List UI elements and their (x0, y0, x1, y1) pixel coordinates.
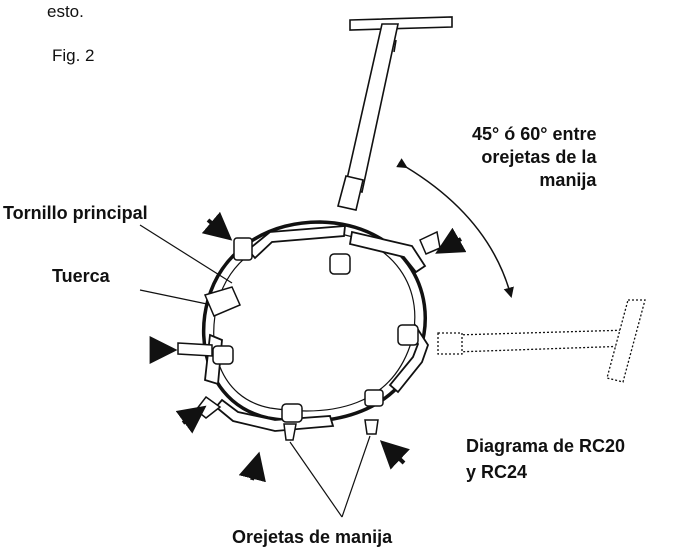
label-handle-lugs: Orejetas de manija (232, 527, 393, 547)
pointer-arrows (149, 211, 467, 483)
label-main-screw: Tornillo principal (3, 203, 148, 223)
ring-fittings (177, 230, 441, 441)
nut-block (203, 286, 241, 317)
handle-upper (337, 16, 453, 211)
label-nut: Tuerca (52, 266, 110, 286)
intro-text: esto. (47, 2, 84, 21)
main-screw-block (233, 237, 253, 261)
diagram-caption: Diagrama de RC20 y RC24 (466, 436, 626, 482)
leader-lines (139, 224, 371, 518)
handle-alternate-dotted (437, 299, 646, 383)
angle-arrow (396, 158, 514, 299)
figure-label: Fig. 2 (52, 46, 95, 65)
